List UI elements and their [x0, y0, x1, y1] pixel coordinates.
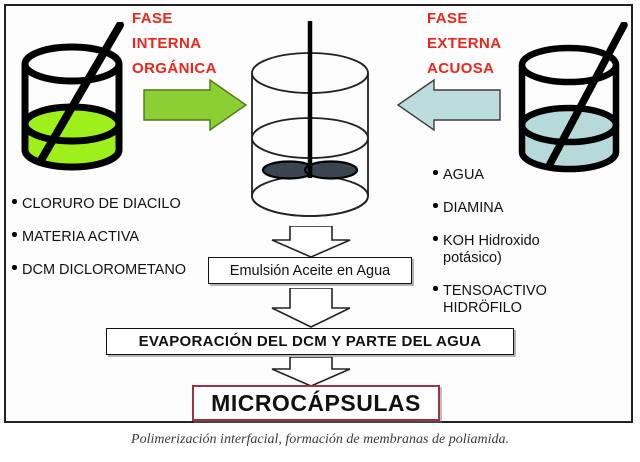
list-item: TENSOACTIVO HIDRÖFILO [433, 283, 603, 317]
arrow-organic-into-reactor [142, 78, 248, 137]
list-item: AGUA [433, 167, 603, 184]
phase-external-line3: ACUOSA [427, 60, 495, 77]
process-box-emulsion-label: Emulsión Aceite en Agua [229, 262, 391, 279]
process-box-evaporation-label: EVAPORACIÓN DEL DCM Y PARTE DEL AGUA [138, 333, 482, 350]
list-item: DIAMINA [433, 200, 603, 217]
beaker-aqueous-icon [508, 21, 630, 185]
stirred-reactor-vessel-icon [230, 18, 390, 243]
arrow-aqueous-into-reactor [396, 78, 502, 137]
phase-label-internal-organic: FASE INTERNA ORGÁNICA [132, 6, 217, 81]
process-box-microcapsules: MICROCÁPSULAS [192, 385, 440, 421]
list-item: MATERIA ACTIVA [12, 229, 227, 246]
figure-caption: Polimerización interfacial, formación de… [131, 432, 509, 447]
flow-arrow-emulsion-to-evaporation [258, 287, 364, 333]
flow-arrow-reactor-to-emulsion [258, 225, 364, 263]
phase-internal-line3: ORGÁNICA [132, 60, 217, 77]
phase-internal-line1: FASE [132, 10, 173, 27]
component-list-organic: CLORURO DE DIACILO MATERIA ACTIVA DCM DI… [12, 196, 227, 295]
phase-external-line1: FASE [427, 10, 468, 27]
component-list-aqueous: AGUA DIAMINA KOH Hidroxido potásico) TEN… [433, 167, 603, 333]
list-item: CLORURO DE DIACILO [12, 196, 227, 213]
process-box-evaporation: EVAPORACIÓN DEL DCM Y PARTE DEL AGUA [106, 328, 514, 355]
process-box-emulsion: Emulsión Aceite en Agua [208, 257, 412, 284]
phase-external-line2: EXTERNA [427, 35, 502, 52]
phase-internal-line2: INTERNA [132, 35, 202, 52]
list-item: DCM DICLOROMETANO [12, 262, 227, 279]
beaker-organic-icon [12, 21, 132, 182]
process-box-microcapsules-label: MICROCÁPSULAS [211, 389, 421, 416]
list-item: KOH Hidroxido potásico) [433, 233, 603, 267]
phase-label-external-aqueous: FASE EXTERNA ACUOSA [427, 6, 501, 81]
flow-arrow-evaporation-to-product [258, 356, 364, 392]
